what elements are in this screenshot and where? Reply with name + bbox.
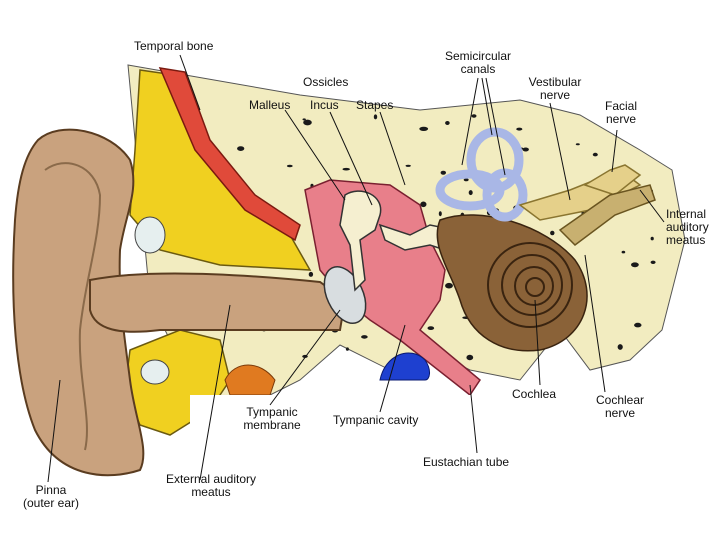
- label-facial-line2: nerve: [605, 112, 637, 126]
- label-cochlear-line1: Cochlear: [595, 393, 645, 407]
- bone-pore: [405, 164, 411, 167]
- bone-pore: [302, 118, 306, 121]
- semicircular-canals: [435, 127, 528, 222]
- bone-pore: [445, 282, 453, 289]
- blood-vessel: [158, 67, 301, 242]
- bone-pore: [303, 119, 312, 126]
- bone-pore: [440, 170, 446, 175]
- bone-pore: [516, 127, 523, 131]
- label-facial-line1: Facial: [604, 99, 637, 113]
- bone-pore: [471, 114, 477, 118]
- bone-pore: [237, 146, 245, 152]
- bone-pore: [522, 147, 529, 152]
- label-external-auditory-meatus: External auditory meatus: [156, 473, 266, 499]
- ossicles: [339, 190, 382, 292]
- bone-pore: [631, 262, 639, 268]
- label-vestibular-nerve: Vestibular nerve: [523, 76, 587, 102]
- bone-pore: [286, 164, 293, 168]
- label-pinna-line2: (outer ear): [22, 496, 80, 510]
- cochlea-spiral: [487, 242, 573, 328]
- label-internal-line2: auditory: [666, 220, 709, 234]
- label-vestibular-line1: Vestibular: [528, 75, 582, 89]
- bone-pore: [419, 126, 429, 131]
- bone-pore: [621, 250, 626, 254]
- label-semicircular-line2: canals: [460, 62, 496, 76]
- label-cochlear-line2: nerve: [604, 406, 636, 420]
- label-external-line1: External auditory: [165, 472, 257, 486]
- bottom-fade: [190, 395, 690, 540]
- label-incus: Incus: [310, 98, 339, 112]
- label-tympanic-membrane: Tympanic membrane: [232, 406, 312, 432]
- label-cochlear-nerve: Cochlear nerve: [586, 394, 654, 420]
- label-tympanic-cavity: Tympanic cavity: [333, 413, 419, 427]
- label-internal-line1: Internal: [666, 207, 707, 221]
- marrow-cavity: [134, 216, 166, 254]
- pinna-fold: [44, 162, 102, 451]
- cochlea-body: [436, 214, 588, 352]
- marrow-cavity-lower: [140, 359, 170, 385]
- bone-pore: [445, 121, 450, 125]
- bone-pore: [466, 354, 474, 361]
- label-cochlea: Cochlea: [512, 387, 557, 401]
- cochlear-nerve: [558, 184, 656, 246]
- label-internal-line3: meatus: [666, 233, 706, 247]
- label-ossicles: Ossicles: [303, 75, 349, 89]
- label-pinna-line1: Pinna: [35, 483, 67, 497]
- facial-nerve: [583, 164, 642, 196]
- bone-pore: [373, 114, 378, 120]
- bone-pore: [361, 335, 368, 339]
- bone-pore: [468, 190, 473, 196]
- bone-pore: [438, 211, 442, 217]
- label-stapes: Stapes: [356, 98, 394, 112]
- label-tympanic-membrane-line2: membrane: [243, 418, 301, 432]
- label-facial-nerve: Facial nerve: [598, 100, 644, 126]
- leader-lines: [47, 54, 665, 483]
- bone-pore: [308, 271, 314, 277]
- bone-pore: [345, 347, 349, 351]
- bone-pore: [634, 322, 642, 328]
- external-auditory-canal: [89, 272, 347, 333]
- bone-pore: [550, 230, 555, 236]
- bone-pore: [617, 344, 623, 350]
- bone-pore: [650, 260, 656, 264]
- label-pinna: Pinna (outer ear): [14, 484, 88, 510]
- label-external-line2: meatus: [191, 485, 231, 499]
- label-vestibular-line2: nerve: [539, 88, 571, 102]
- bone-pore: [463, 178, 469, 182]
- bone-pore: [575, 143, 580, 146]
- label-temporal-bone: Temporal bone: [134, 39, 214, 53]
- bone-pore: [342, 167, 350, 171]
- blue-vessel: [379, 352, 430, 381]
- label-eustachian-tube: Eustachian tube: [423, 455, 510, 469]
- label-malleus: Malleus: [249, 98, 291, 112]
- bone-pore: [592, 152, 598, 157]
- bone-pore: [650, 236, 654, 241]
- bone-pore: [420, 201, 427, 208]
- label-semicircular-line1: Semicircular: [444, 49, 511, 63]
- label-tympanic-membrane-line1: Tympanic: [246, 405, 298, 419]
- bone-pore: [427, 326, 435, 330]
- label-internal-auditory-meatus: Internal auditory meatus: [666, 208, 709, 247]
- label-semicircular-canals: Semicircular canals: [440, 50, 516, 76]
- pinna: [12, 128, 145, 477]
- orange-tissue: [224, 364, 276, 396]
